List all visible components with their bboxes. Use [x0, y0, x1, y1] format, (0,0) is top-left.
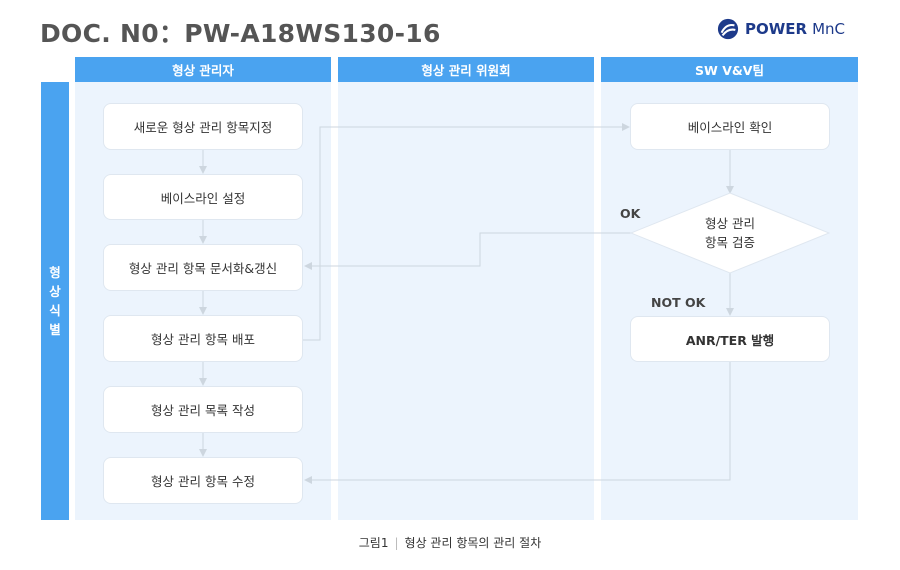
arrow-anr-to-modify [304, 362, 731, 484]
step-distribute-item: 형상 관리 항목 배포 [103, 315, 303, 362]
lane-header-vv-team: SW V&V팀 [601, 57, 858, 82]
company-logo: POWER MnC [717, 17, 845, 41]
lane-header-manager: 형상 관리자 [75, 57, 331, 82]
caption-figure-number: 그림1 [358, 536, 389, 550]
step-designate-new-item: 새로운 형상 관리 항목지정 [103, 103, 303, 150]
caption-text: 형상 관리 항목의 관리 절차 [404, 536, 542, 550]
decision-label-line1: 형상 관리 [705, 216, 755, 231]
step-issue-anr-ter: ANR/TER 발행 [630, 316, 830, 362]
power-mnc-logo-icon [717, 18, 739, 40]
side-header-char: 별 [49, 322, 61, 337]
side-header-char: 상 [49, 284, 61, 299]
arrow-ok-to-document [304, 232, 631, 270]
step-create-list: 형상 관리 목록 작성 [103, 386, 303, 433]
edge-label-ok: OK [620, 206, 641, 221]
document-number: DOC. N0：PW-A18WS130-16 [40, 19, 441, 48]
arrow-distribute-to-baseline-check [302, 123, 630, 341]
step-document-update: 형상 관리 항목 문서화&갱신 [103, 244, 303, 291]
logo-text-mnc: MnC [812, 20, 846, 38]
edge-label-not-ok: NOT OK [651, 295, 706, 310]
step-set-baseline: 베이스라인 설정 [103, 174, 303, 220]
step-baseline-check: 베이스라인 확인 [630, 103, 830, 150]
decision-diamond [629, 192, 831, 274]
side-header-char: 형 [49, 265, 61, 280]
decision-label-line2: 항목 검증 [705, 235, 755, 250]
side-header-char: 식 [49, 303, 61, 318]
logo-text-power: POWER [745, 20, 808, 38]
lane-header-committee: 형상 관리 위원회 [338, 57, 594, 82]
lane-committee [338, 82, 594, 520]
figure-caption: 그림1|형상 관리 항목의 관리 절차 [358, 536, 542, 550]
decision-verify-item: 형상 관리 항목 검증 [680, 214, 780, 252]
side-header-identification: 형 상 식 별 [41, 82, 69, 520]
step-modify-item: 형상 관리 항목 수정 [103, 457, 303, 504]
